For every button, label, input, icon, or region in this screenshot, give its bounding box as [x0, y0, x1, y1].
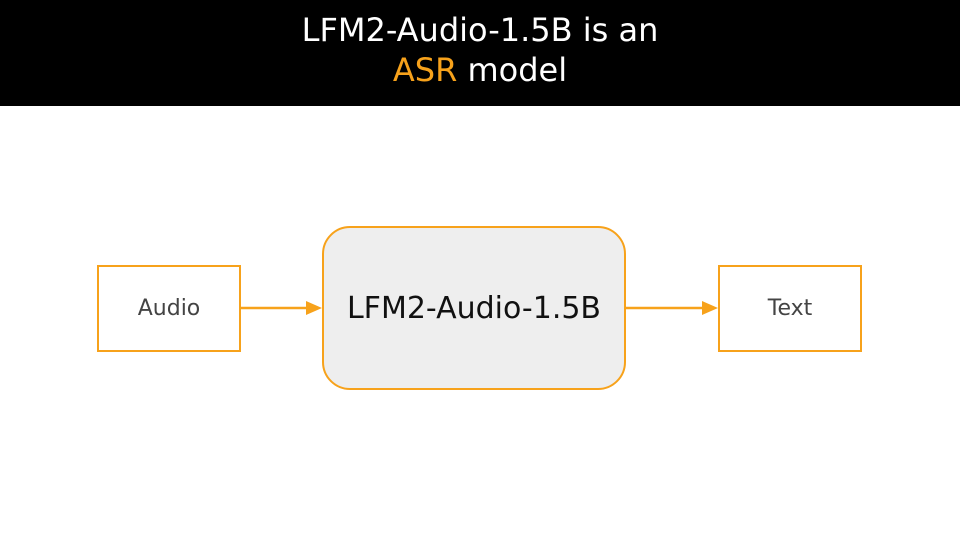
model-label: LFM2-Audio-1.5B: [346, 290, 602, 326]
title-bar: LFM2-Audio-1.5B is an ASR model: [0, 0, 960, 106]
output-text-label: Text: [767, 296, 813, 321]
title-suffix: model: [457, 51, 568, 89]
arrow-model-to-text: [626, 301, 718, 315]
input-audio-box: Audio: [97, 265, 241, 352]
slide-title-line-2: ASR model: [0, 50, 960, 90]
arrowhead-icon: [702, 301, 718, 315]
arrow-audio-to-model: [241, 301, 322, 315]
model-box: LFM2-Audio-1.5B: [322, 226, 626, 390]
output-text-box: Text: [718, 265, 862, 352]
slide-title-line-1: LFM2-Audio-1.5B is an: [301, 11, 659, 49]
input-audio-label: Audio: [137, 296, 201, 321]
arrowhead-icon: [306, 301, 322, 315]
title-highlight: ASR: [392, 51, 458, 89]
